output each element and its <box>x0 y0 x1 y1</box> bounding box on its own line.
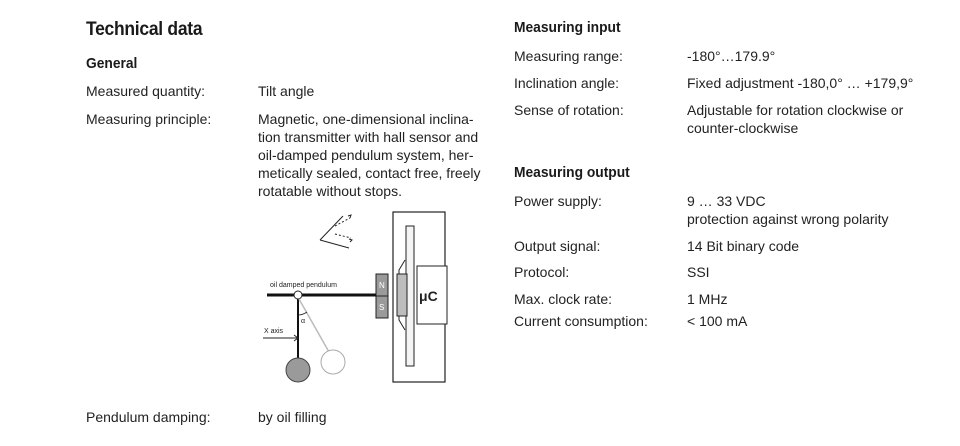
value-output-signal: 14 Bit binary code <box>687 238 800 254</box>
section-heading-general: General <box>86 55 138 72</box>
displaced-pendulum-weight <box>320 349 346 375</box>
x-axis-label: X axis <box>264 328 284 335</box>
section-heading-measuring-output: Measuring output <box>514 164 630 181</box>
value-measured-quantity: Tilt angle <box>258 83 315 99</box>
section-heading-measuring-input: Measuring input <box>514 19 621 36</box>
displaced-pendulum-rod <box>298 298 330 353</box>
value-current-consumption: < 100 mA <box>687 313 748 329</box>
pendulum-sensor-diagram: μC N S oil damped pendulum α X axis <box>263 211 448 383</box>
label-pendulum-damping: Pendulum damping: <box>86 409 211 425</box>
value-measuring-range: -180°…179.9° <box>687 48 776 64</box>
microcontroller-box <box>416 265 448 325</box>
label-measured-quantity: Measured quantity: <box>86 83 206 99</box>
value-measuring-principle: Magnetic, one-dimensional inclina- tion … <box>258 111 481 199</box>
pendulum-weight <box>285 357 311 383</box>
label-power-supply: Power supply: <box>514 193 602 209</box>
value-protocol: SSI <box>687 264 710 280</box>
label-sense-of-rotation: Sense of rotation: <box>514 102 624 118</box>
magnet-south <box>375 295 389 319</box>
alpha-label: α <box>301 318 305 325</box>
value-max-clock-rate: 1 MHz <box>687 291 728 307</box>
label-max-clock-rate: Max. clock rate: <box>514 291 613 307</box>
value-inclination-angle: Fixed adjustment -180,0° … +179,9° <box>687 75 914 91</box>
microcontroller-label: μC <box>419 288 438 304</box>
label-current-consumption: Current consumption: <box>514 313 648 329</box>
value-pendulum-damping: by oil filling <box>258 409 327 425</box>
value-power-supply: 9 … 33 VDC protection against wrong pola… <box>687 193 889 227</box>
angle-arc <box>297 311 308 316</box>
pendulum-label: oil damped pendulum <box>270 282 337 289</box>
label-measuring-range: Measuring range: <box>514 48 623 64</box>
magnet-s-label: S <box>379 303 384 312</box>
value-sense-of-rotation: Adjustable for rotation clockwise or cou… <box>687 102 904 136</box>
label-protocol: Protocol: <box>514 264 570 280</box>
hall-sensor <box>396 273 408 317</box>
pivot-point <box>293 290 303 300</box>
page-title: Technical data <box>86 19 203 40</box>
rotation-arrows-icon <box>319 214 353 249</box>
magnet-n-label: N <box>379 281 385 290</box>
label-inclination-angle: Inclination angle: <box>514 75 620 91</box>
label-measuring-principle: Measuring principle: <box>86 111 212 127</box>
label-output-signal: Output signal: <box>514 238 601 254</box>
